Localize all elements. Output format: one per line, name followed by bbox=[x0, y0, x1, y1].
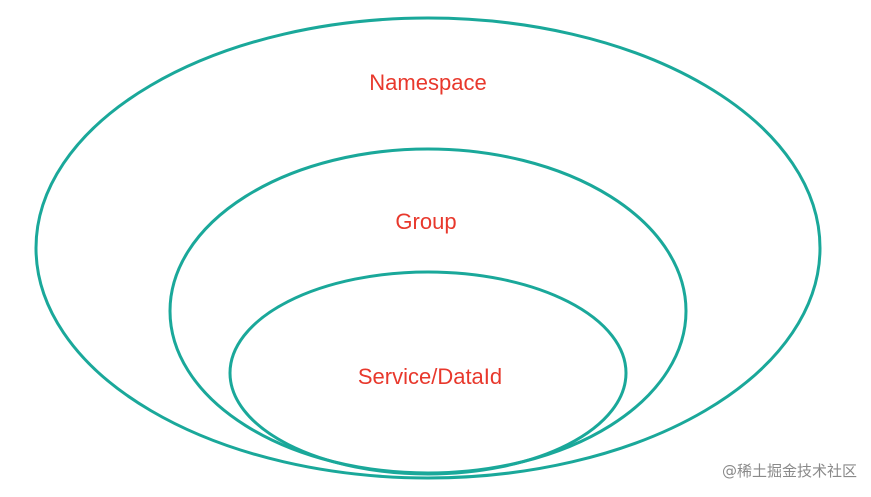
namespace-ellipse bbox=[34, 16, 822, 480]
watermark: @稀土掘金技术社区 bbox=[721, 462, 857, 480]
group-label: Group bbox=[395, 209, 456, 234]
namespace-label: Namespace bbox=[369, 70, 486, 95]
service-dataid-ellipse bbox=[228, 270, 628, 476]
service-dataid-label: Service/DataId bbox=[358, 364, 502, 389]
group-ellipse bbox=[168, 147, 688, 475]
